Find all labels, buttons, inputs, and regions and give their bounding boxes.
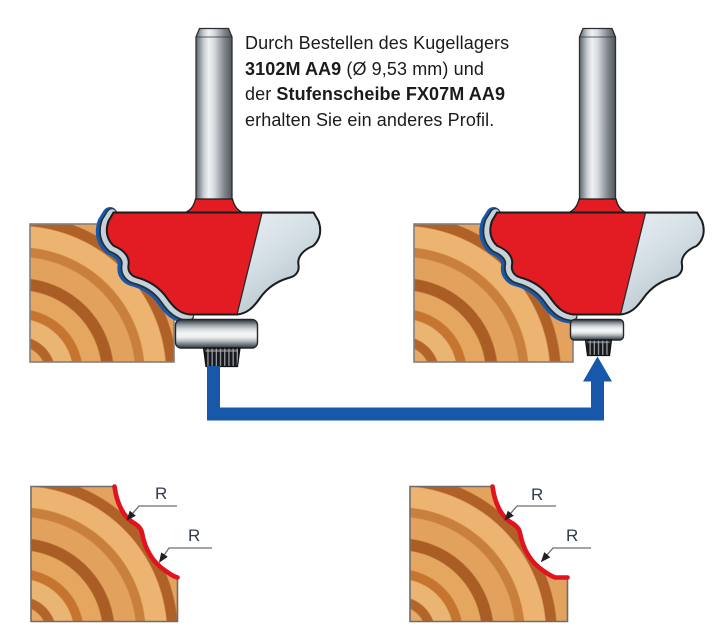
- leader-line: [540, 547, 591, 563]
- note-line-2-rest: (Ø 9,53 mm) und: [341, 58, 484, 79]
- left-cutter-assembly: [103, 29, 320, 368]
- note-part-number-washer: Stufenscheibe FX07M AA9: [276, 84, 506, 104]
- pilot-bearing-small: [569, 318, 625, 341]
- pilot-bearing-large: [174, 318, 259, 349]
- note-line-4: erhalten Sie ein anderes Profil.: [245, 109, 495, 130]
- note-line-3-pre: der: [245, 84, 277, 104]
- radius-label: R: [188, 526, 200, 545]
- bearing-nut: [584, 339, 613, 357]
- profile-cut-line: [112, 484, 180, 580]
- connector-arrow-icon: [207, 356, 612, 421]
- radius-label: R: [531, 485, 543, 504]
- profile-diagram-right: R R: [409, 484, 591, 623]
- note-line-1: Durch Bestellen des Kugellagers: [245, 33, 510, 53]
- note-part-number-bearing: 3102M AA9: [245, 58, 342, 79]
- leader-line: [126, 505, 177, 521]
- radius-label: R: [155, 484, 167, 503]
- wood-profile-block: [30, 485, 179, 623]
- leader-line: [504, 505, 556, 521]
- right-cutter-assembly: [487, 29, 704, 357]
- profile-cut-line: [490, 484, 570, 580]
- leader-line: [158, 547, 212, 563]
- wood-profile-block: [409, 485, 569, 623]
- profile-diagram-left: R R: [30, 484, 212, 623]
- radius-label: R: [566, 526, 578, 545]
- instruction-note: Durch Bestellen des Kugellagers 3102M AA…: [245, 31, 575, 133]
- bearing-nut: [202, 347, 241, 368]
